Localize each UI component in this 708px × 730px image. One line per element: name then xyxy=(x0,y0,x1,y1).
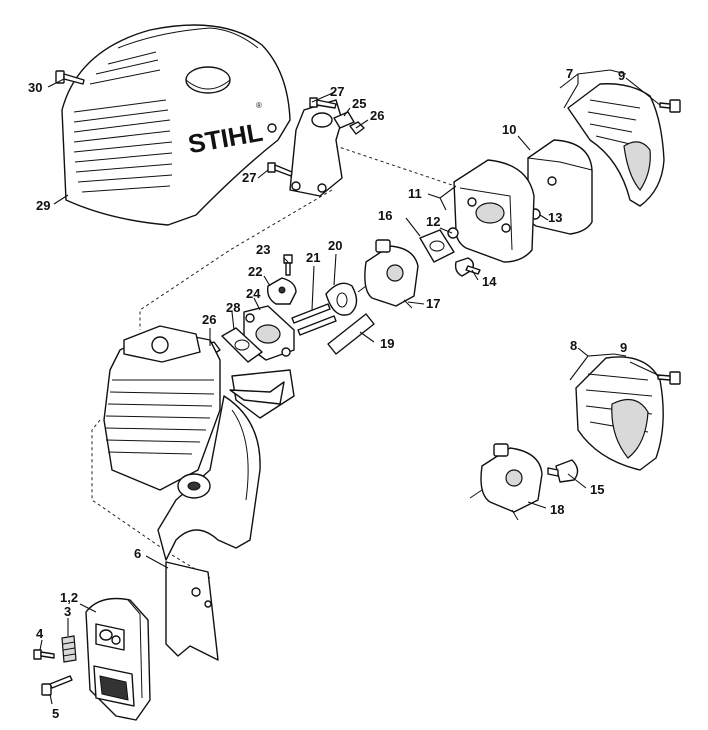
screw-5 xyxy=(41,675,73,696)
part-22 xyxy=(266,277,297,305)
spark-screen-3 xyxy=(61,635,77,663)
heat-shield-6 xyxy=(165,561,219,661)
carburetor-box-11 xyxy=(453,159,535,263)
callout-labels: 30 29 27 25 26 27 7 9 10 11 12 13 16 14 … xyxy=(28,66,627,721)
callout-26-top: 26 xyxy=(370,108,384,123)
registered-mark: ® xyxy=(256,101,262,110)
callout-26-lower: 26 xyxy=(202,312,216,327)
shroud-cooling-slats xyxy=(73,51,173,193)
callout-15: 15 xyxy=(590,482,604,497)
engine-shroud: STIHL ® xyxy=(61,24,291,226)
engine-cylinder xyxy=(103,325,295,561)
air-filter-cover-8 xyxy=(575,356,664,471)
screw-23 xyxy=(283,254,293,276)
callout-9-lower: 9 xyxy=(620,340,627,355)
callout-3: 3 xyxy=(64,604,71,619)
callout-12: 12 xyxy=(426,214,440,229)
screw-27-top xyxy=(309,97,337,109)
gasket-20 xyxy=(325,282,358,316)
screw-9-top xyxy=(659,99,681,113)
carburetor-18 xyxy=(469,443,543,521)
callout-6: 6 xyxy=(134,546,141,561)
callout-11: 11 xyxy=(408,186,422,201)
carburetor-17 xyxy=(357,239,419,309)
fuel-line-19 xyxy=(327,313,375,355)
clamp-25 xyxy=(333,111,355,129)
air-filter-cover-7 xyxy=(567,83,665,207)
callout-13: 13 xyxy=(548,210,562,225)
callout-29: 29 xyxy=(36,198,50,213)
choke-knob-14 xyxy=(454,257,481,277)
callout-16: 16 xyxy=(378,208,392,223)
callout-27-lower: 27 xyxy=(242,170,256,185)
callout-9-top: 9 xyxy=(618,68,625,83)
choke-knob-15 xyxy=(547,459,579,483)
callout-14: 14 xyxy=(482,274,497,289)
callout-5: 5 xyxy=(52,706,59,721)
callout-30: 30 xyxy=(28,80,42,95)
callout-20: 20 xyxy=(328,238,342,253)
assembly-guide-lines xyxy=(91,139,453,579)
callout-24: 24 xyxy=(246,286,261,301)
callout-27-top: 27 xyxy=(330,84,344,99)
callout-10: 10 xyxy=(502,122,516,137)
callout-25: 25 xyxy=(352,96,366,111)
callout-23: 23 xyxy=(256,242,270,257)
callout-1-2: 1,2 xyxy=(60,590,78,605)
nut-12 xyxy=(447,227,459,239)
callout-4: 4 xyxy=(36,626,44,641)
gasket-28 xyxy=(221,327,263,363)
callout-7: 7 xyxy=(566,66,573,81)
screw-4 xyxy=(33,649,55,660)
callout-22: 22 xyxy=(248,264,262,279)
muffler-1-2 xyxy=(85,597,151,721)
gasket-16 xyxy=(419,229,455,263)
callout-17: 17 xyxy=(426,296,440,311)
callout-8: 8 xyxy=(570,338,577,353)
screw-27-lower xyxy=(267,162,293,177)
callout-21: 21 xyxy=(306,250,320,265)
screw-9-lower xyxy=(657,371,681,385)
leader-lines xyxy=(39,69,661,705)
callout-18: 18 xyxy=(550,502,564,517)
intake-manifold xyxy=(289,99,343,197)
callout-28: 28 xyxy=(226,300,240,315)
callout-19: 19 xyxy=(380,336,394,351)
bolts-21 xyxy=(291,303,337,336)
